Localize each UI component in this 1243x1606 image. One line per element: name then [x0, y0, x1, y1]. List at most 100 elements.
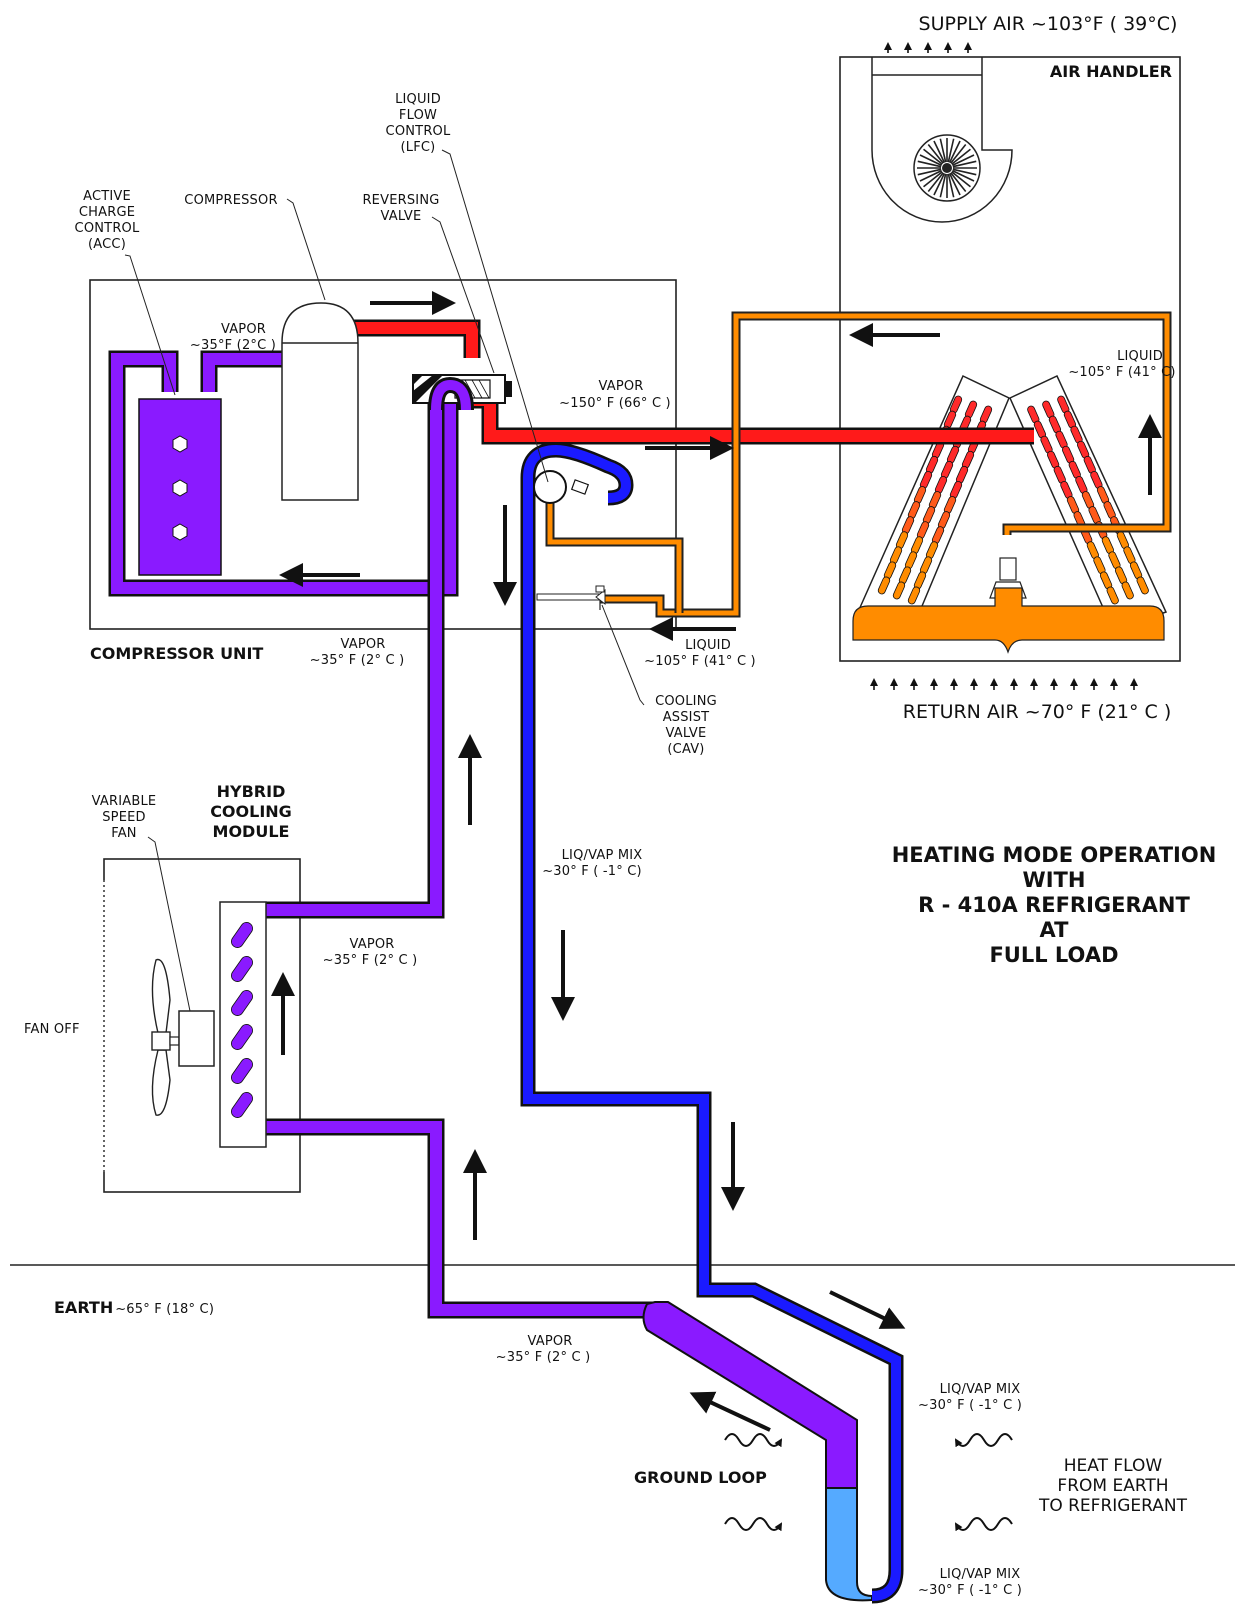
svg-text:FAN: FAN [111, 826, 137, 841]
svg-text:~35°F (2°C ): ~35°F (2°C ) [190, 338, 276, 353]
hcm-tube [231, 1092, 253, 1118]
svg-text:VAPOR: VAPOR [598, 379, 643, 394]
svg-text:REVERSING: REVERSING [362, 193, 439, 208]
ground-loop-bottom [825, 1487, 873, 1602]
hcm-tube [231, 1024, 253, 1050]
liquid-to-lfc [547, 488, 682, 613]
reversing-valve-label: REVERSING VALVE [362, 193, 439, 224]
suction-loop [111, 353, 456, 594]
lfc-label: LIQUID FLOW CONTROL (LFC) [386, 92, 451, 155]
svg-text:FLOW: FLOW [399, 108, 437, 123]
hcm-title: HYBRID COOLING MODULE [210, 782, 292, 841]
hcm-tube [231, 956, 253, 982]
hcm-outlet [260, 400, 442, 916]
svg-text:VAPOR: VAPOR [340, 637, 385, 652]
svg-text:LIQUID: LIQUID [395, 92, 441, 107]
return-air-arrows [870, 678, 1138, 690]
state-vapor-unit: VAPOR ~35° F (2° C ) [310, 637, 405, 668]
coil-tube [892, 581, 906, 600]
coil-tube [877, 576, 891, 595]
cav-label: COOLING ASSIST VALVE (CAV) [655, 694, 717, 757]
supply-air-arrows [884, 42, 972, 53]
svg-text:VAPOR: VAPOR [221, 322, 266, 337]
ground-loop-label: GROUND LOOP [634, 1468, 767, 1487]
svg-text:VALVE: VALVE [381, 209, 422, 224]
state-vapor-hcm: VAPOR ~35° F (2° C ) [323, 937, 418, 968]
compressor-label: COMPRESSOR [184, 193, 277, 208]
svg-text:~35° F (2° C ): ~35° F (2° C ) [496, 1350, 591, 1365]
svg-text:CONTROL: CONTROL [75, 221, 140, 236]
hcm-tube [231, 990, 253, 1016]
lfc-valve [533, 470, 590, 504]
liquid-line [600, 313, 1170, 616]
svg-text:~35° F (2° C ): ~35° F (2° C ) [323, 953, 418, 968]
cav-valve [536, 585, 606, 610]
state-vapor-discharge: VAPOR ~150° F (66° C ) [559, 379, 671, 411]
svg-text:TO REFRIGERANT: TO REFRIGERANT [1038, 1496, 1188, 1516]
hcm-tube [231, 1058, 253, 1084]
earth-label: EARTH~65° F (18° C) [54, 1298, 214, 1317]
svg-text:CHARGE: CHARGE [79, 205, 135, 220]
svg-text:AT: AT [1040, 918, 1070, 942]
coil-tube [1106, 586, 1119, 605]
state-mix-down: LIQ/VAP MIX ~30° F ( -1° C) [542, 848, 642, 879]
suction-to-acc [203, 353, 282, 392]
svg-text:SPEED: SPEED [102, 810, 146, 825]
return-air-label: RETURN AIR ~70° F (21° C ) [903, 701, 1171, 723]
svg-text:CONTROL: CONTROL [386, 124, 451, 139]
supply-air-label: SUPPLY AIR ~103°F ( 39°C) [919, 13, 1178, 35]
state-mix-ground-top: LIQ/VAP MIX ~30° F ( -1° C ) [918, 1382, 1022, 1413]
fan-icon [151, 958, 215, 1116]
svg-text:(ACC): (ACC) [88, 237, 126, 252]
svg-text:(CAV): (CAV) [667, 742, 704, 757]
svg-text:WITH: WITH [1023, 868, 1086, 892]
svg-text:COOLING: COOLING [655, 694, 717, 709]
svg-text:VAPOR: VAPOR [527, 1334, 572, 1349]
svg-text:~30° F ( -1° C ): ~30° F ( -1° C ) [918, 1583, 1022, 1598]
svg-text:LIQ/VAP MIX: LIQ/VAP MIX [562, 848, 643, 863]
svg-text:~105° F (41° C ): ~105° F (41° C ) [644, 654, 756, 669]
svg-text:FROM EARTH: FROM EARTH [1057, 1476, 1168, 1496]
hcm-coil [219, 901, 267, 1148]
svg-text:(LFC): (LFC) [401, 140, 436, 155]
svg-text:LIQUID: LIQUID [1117, 349, 1163, 364]
svg-text:R - 410A REFRIGERANT: R - 410A REFRIGERANT [918, 893, 1190, 917]
ground-loop-vapor-leg [642, 1301, 858, 1489]
state-mix-ground-bottom: LIQ/VAP MIX ~30° F ( -1° C ) [918, 1567, 1022, 1598]
svg-text:~35° F (2° C ): ~35° F (2° C ) [310, 653, 405, 668]
leader-lines [124, 149, 645, 1012]
acc-vessel [138, 398, 222, 576]
heat-flow-label: HEAT FLOW FROM EARTH TO REFRIGERANT [1038, 1456, 1188, 1516]
mix-line [523, 444, 901, 1601]
distributor [852, 557, 1165, 654]
fan-label: VARIABLE SPEED FAN [92, 794, 157, 841]
compressor [281, 302, 359, 501]
diagram-title: HEATING MODE OPERATION WITH R - 410A REF… [892, 843, 1217, 967]
state-liquid-return: LIQUID ~105° F (41° C ) [644, 638, 756, 669]
acc-label: ACTIVE CHARGE CONTROL (ACC) [75, 189, 140, 252]
svg-text:~105° F (41° C): ~105° F (41° C) [1068, 365, 1175, 380]
svg-text:LIQUID: LIQUID [685, 638, 731, 653]
ground-vapor [260, 1121, 655, 1316]
svg-text:LIQ/VAP MIX: LIQ/VAP MIX [940, 1382, 1021, 1397]
svg-text:~30° F ( -1° C ): ~30° F ( -1° C ) [918, 1398, 1022, 1413]
svg-text:MODULE: MODULE [213, 822, 290, 841]
svg-text:LIQ/VAP MIX: LIQ/VAP MIX [940, 1567, 1021, 1582]
svg-text:FULL LOAD: FULL LOAD [989, 943, 1118, 967]
svg-text:VAPOR: VAPOR [349, 937, 394, 952]
reversing-valve [412, 374, 512, 411]
svg-text:COOLING: COOLING [210, 802, 292, 821]
coil-tube [907, 586, 921, 605]
hcm-tube [231, 922, 253, 948]
svg-text:VARIABLE: VARIABLE [92, 794, 157, 809]
svg-text:~150° F (66° C ): ~150° F (66° C ) [559, 396, 671, 411]
coil-tube [1121, 581, 1134, 600]
heat-flow-arrows [724, 1433, 1013, 1532]
state-vapor-compressor-in: VAPOR ~35°F (2°C ) [190, 322, 276, 353]
coil-tube [1136, 576, 1149, 595]
compressor-unit-box [89, 279, 677, 630]
svg-text:HYBRID: HYBRID [217, 782, 286, 801]
flow-arrows [271, 291, 1162, 1432]
air-handler-label: AIR HANDLER [1050, 62, 1172, 81]
